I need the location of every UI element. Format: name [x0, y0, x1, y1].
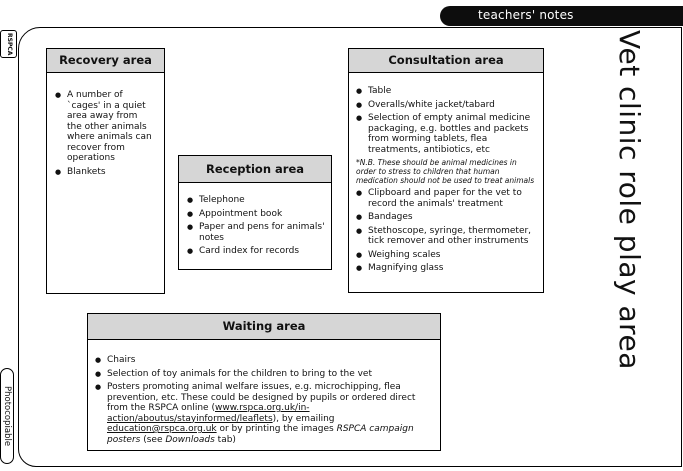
posters-text: (see — [140, 434, 166, 445]
posters-item: Posters promoting animal welfare issues,… — [95, 382, 425, 445]
consultation-list-b: Clipboard and paper for the vet to recor… — [356, 188, 538, 274]
recovery-list: A number of `cages' in a quiet area away… — [55, 90, 155, 180]
list-item: Telephone — [187, 195, 325, 206]
teachers-notes-label: teachers' notes — [478, 8, 574, 22]
medicine-note: *N.B. These should be animal medicines i… — [356, 158, 535, 185]
list-item: Blankets — [55, 167, 155, 178]
teachers-notes-tab: teachers' notes — [440, 6, 683, 26]
posters-text: or by printing the images — [216, 424, 337, 434]
list-item: Table — [356, 86, 538, 97]
consultation-area-box: Table Overalls/white jacket/tabard Selec… — [348, 71, 544, 293]
rspca-leaflets-link[interactable]: www.rspca.org.uk/in-action/aboutus/stayi… — [107, 403, 310, 424]
rspca-logo: RSPCA — [0, 30, 17, 58]
photocopiable-label: Photocopiable — [0, 368, 14, 464]
education-email-link[interactable]: education@rspca.org.uk — [107, 424, 217, 434]
posters-text: Posters promoting animal welfare issues,… — [107, 382, 416, 413]
reception-area-box: Telephone Appointment book Paper and pen… — [178, 182, 332, 270]
list-item: Chairs — [95, 355, 425, 366]
recovery-area-title: Recovery area — [46, 48, 165, 73]
reception-list: Telephone Appointment book Paper and pen… — [187, 195, 325, 260]
education-label: education — [0, 66, 1, 135]
list-item: Magnifying glass — [356, 263, 538, 274]
list-item: Appointment book — [187, 209, 325, 220]
list-item: A number of `cages' in a quiet area away… — [55, 90, 155, 164]
list-item: Stethoscope, syringe, thermometer, tick … — [356, 226, 538, 247]
list-item: Bandages — [356, 212, 538, 223]
waiting-list: Chairs Selection of toy animals for the … — [95, 355, 425, 448]
waiting-area-title: Waiting area — [87, 313, 441, 340]
downloads-text: Downloads — [165, 434, 215, 445]
list-item: Card index for records — [187, 246, 325, 257]
list-item: Clipboard and paper for the vet to recor… — [356, 188, 538, 209]
posters-text: tab) — [214, 434, 236, 445]
campaign-posters-text: RSPCA campaign posters — [107, 424, 414, 445]
posters-text: ), by emailing — [272, 413, 335, 424]
page-frame — [18, 27, 682, 467]
reception-area-title: Reception area — [178, 155, 332, 183]
recovery-area-box: A number of `cages' in a quiet area away… — [46, 71, 165, 294]
consultation-list-a: Table Overalls/white jacket/tabard Selec… — [356, 86, 538, 155]
list-item: Paper and pens for animals' notes — [187, 222, 325, 243]
list-item: Overalls/white jacket/tabard — [356, 100, 538, 111]
page-title: Vet clinic role play area — [613, 30, 646, 370]
list-item: Weighing scales — [356, 250, 538, 261]
list-item: Selection of empty animal medicine packa… — [356, 113, 538, 155]
consultation-area-title: Consultation area — [348, 48, 544, 73]
waiting-area-box: Chairs Selection of toy animals for the … — [87, 339, 441, 451]
list-item: Selection of toy animals for the childre… — [95, 369, 425, 380]
